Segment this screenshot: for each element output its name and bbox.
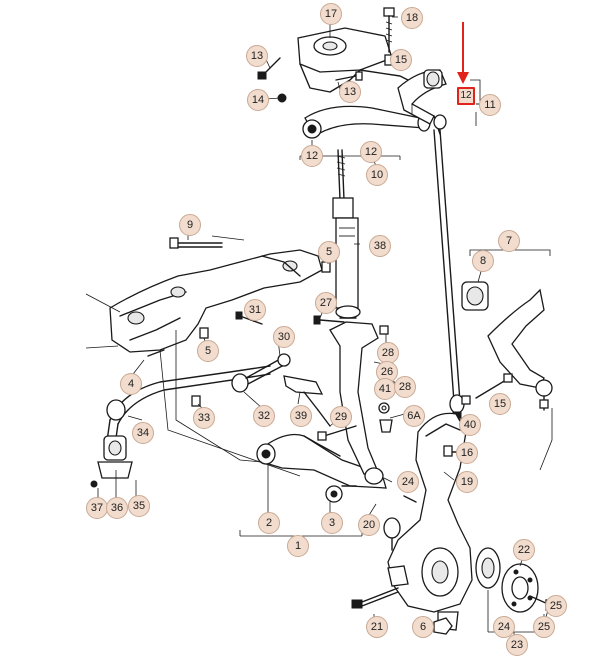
callout-15[interactable]: 15 — [489, 393, 511, 415]
callout-17[interactable]: 17 — [320, 3, 342, 25]
stabilizer-bushing — [90, 435, 133, 488]
callout-16[interactable]: 16 — [456, 442, 478, 464]
callout-7[interactable]: 7 — [498, 230, 520, 252]
bolt-15 — [461, 373, 513, 405]
callout-34[interactable]: 34 — [132, 422, 154, 444]
small-bolts-top — [257, 54, 394, 103]
callout-36[interactable]: 36 — [106, 497, 128, 519]
callout-38[interactable]: 38 — [369, 235, 391, 257]
callout-25-bolt[interactable]: 25 — [545, 595, 567, 617]
callout-39[interactable]: 39 — [290, 405, 312, 427]
bolt-9 — [169, 237, 223, 249]
bolt-27 — [313, 315, 345, 325]
callout-33[interactable]: 33 — [193, 407, 215, 429]
callout-11[interactable]: 11 — [479, 94, 501, 116]
callout-1[interactable]: 1 — [287, 535, 309, 557]
callout-29[interactable]: 29 — [330, 406, 352, 428]
strut-fork — [329, 321, 389, 485]
callout-13[interactable]: 13 — [339, 81, 361, 103]
callout-23[interactable]: 23 — [506, 634, 528, 656]
shock-absorber — [332, 149, 361, 319]
side-detail-arm — [461, 281, 553, 411]
callout-30[interactable]: 30 — [273, 326, 295, 348]
stabilizer-link — [231, 353, 291, 393]
callout-32[interactable]: 32 — [253, 405, 275, 427]
callout-15-top[interactable]: 15 — [390, 49, 412, 71]
callout-40[interactable]: 40 — [459, 414, 481, 436]
callout-3[interactable]: 3 — [321, 512, 343, 534]
subframe — [85, 249, 323, 353]
vertical-link-rod — [433, 129, 465, 419]
callout-25[interactable]: 25 — [533, 616, 555, 638]
bolt-21 — [351, 587, 399, 609]
callout-19[interactable]: 19 — [456, 471, 478, 493]
wheel-bearing — [475, 547, 501, 589]
ball-joint — [383, 517, 401, 551]
callout-31[interactable]: 31 — [244, 299, 266, 321]
wheel-hub — [501, 563, 539, 613]
upper-control-arm-rear — [397, 69, 447, 135]
lower-control-arm — [256, 433, 387, 503]
callout-21[interactable]: 21 — [366, 616, 388, 638]
callout-24-mid[interactable]: 24 — [397, 471, 419, 493]
callout-8[interactable]: 8 — [472, 250, 494, 272]
callout-24[interactable]: 24 — [493, 616, 515, 638]
callout-5-mid[interactable]: 5 — [197, 340, 219, 362]
callout-22[interactable]: 22 — [513, 539, 535, 561]
callout-9[interactable]: 9 — [179, 214, 201, 236]
nut-6 — [433, 617, 453, 635]
callout-41[interactable]: 41 — [374, 378, 396, 400]
callout-37[interactable]: 37 — [86, 497, 108, 519]
bolt-18 — [383, 7, 395, 53]
callout-4[interactable]: 4 — [120, 373, 142, 395]
callout-12-highlight[interactable]: 12 — [457, 87, 475, 105]
small-bolts-mid — [147, 261, 331, 407]
callout-27[interactable]: 27 — [315, 292, 337, 314]
callout-12-left[interactable]: 12 — [301, 145, 323, 167]
callout-20[interactable]: 20 — [358, 514, 380, 536]
callout-5-top[interactable]: 5 — [318, 241, 340, 263]
callout-35[interactable]: 35 — [128, 495, 150, 517]
callout-28-mid[interactable]: 28 — [394, 376, 416, 398]
red-arrow — [457, 22, 469, 84]
callout-12-mid[interactable]: 12 — [360, 141, 382, 163]
link-bracket — [283, 375, 331, 427]
callout-13-top[interactable]: 13 — [246, 45, 268, 67]
callout-14[interactable]: 14 — [247, 89, 269, 111]
callout-6A[interactable]: 6A — [403, 405, 425, 427]
callout-2[interactable]: 2 — [258, 512, 280, 534]
callout-18[interactable]: 18 — [401, 7, 423, 29]
callout-10[interactable]: 10 — [366, 164, 388, 186]
callout-6[interactable]: 6 — [412, 616, 434, 638]
wheel-carrier — [387, 412, 473, 631]
